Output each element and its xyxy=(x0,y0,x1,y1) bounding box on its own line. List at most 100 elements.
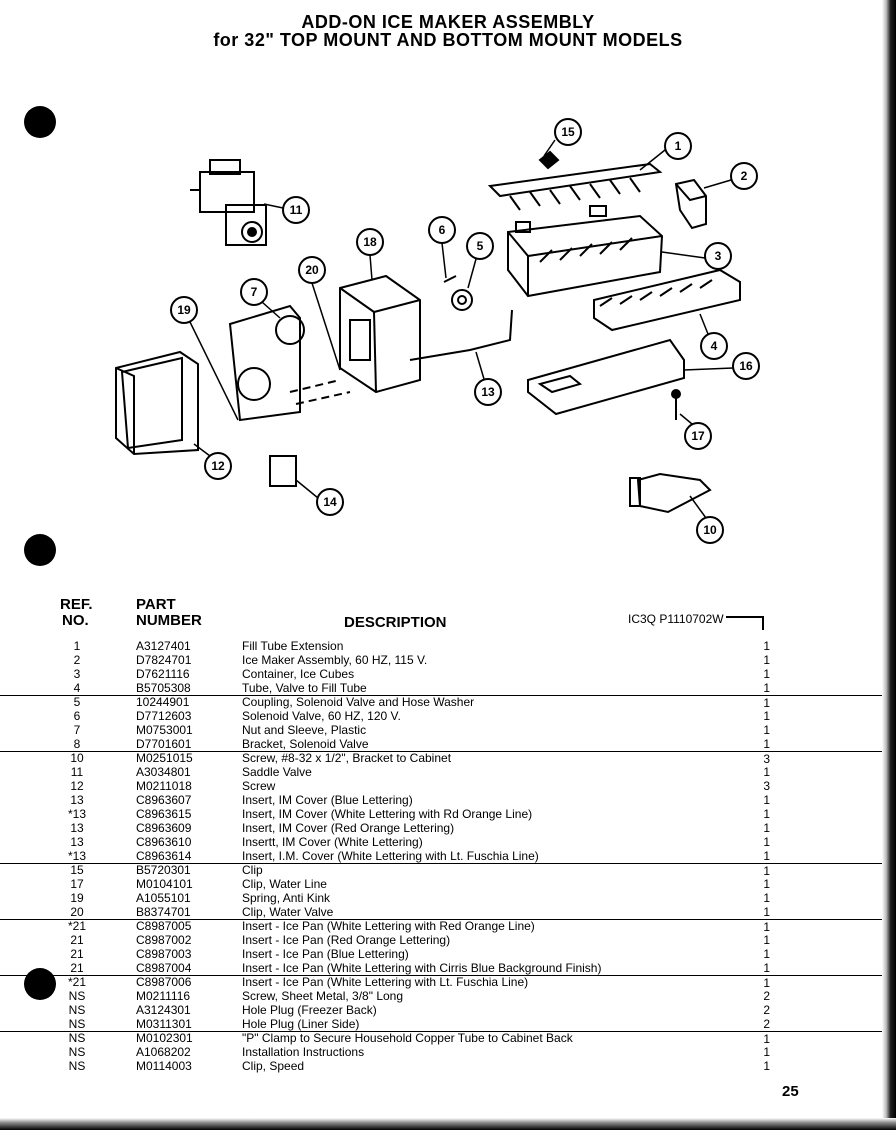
svg-text:1: 1 xyxy=(675,139,682,153)
svg-text:16: 16 xyxy=(739,359,753,373)
ref-cell: 8 xyxy=(73,737,81,751)
part-number-cell: D7824701 xyxy=(136,653,192,667)
ref-cell: 15 xyxy=(70,863,84,877)
quantity-cell: 1 xyxy=(763,1059,770,1073)
description-cell: Coupling, Solenoid Valve and Hose Washer xyxy=(242,695,475,709)
ref-cell: 19 xyxy=(70,891,84,905)
part-number-cell: D7712603 xyxy=(136,709,192,723)
ref-cell: 10 xyxy=(70,751,84,765)
part-number-cell: C8963614 xyxy=(136,849,192,863)
ref-cell: 21 xyxy=(70,933,84,947)
svg-text:14: 14 xyxy=(323,495,337,509)
quantity-cell: 1 xyxy=(763,961,770,975)
part-number-cell: A3127401 xyxy=(136,639,191,653)
svg-text:12: 12 xyxy=(211,459,225,473)
svg-text:18: 18 xyxy=(363,235,377,249)
quantity-cell: 3 xyxy=(763,779,770,793)
binder-hole-top xyxy=(24,106,56,138)
part-header-line2: NUMBER xyxy=(136,612,202,629)
description-cell: Clip, Speed xyxy=(242,1059,305,1073)
description-cell: Screw, #8-32 x 1/2", Bracket to Cabinet xyxy=(242,751,452,765)
part-number-cell: C8963610 xyxy=(136,835,192,849)
description-cell: Bracket, Solenoid Valve xyxy=(242,737,369,751)
svg-text:7: 7 xyxy=(251,285,258,299)
description-cell: Insert - Ice Pan (White Lettering with R… xyxy=(242,919,535,933)
page-number: 25 xyxy=(782,1083,799,1100)
callout-15: 15 xyxy=(561,125,575,139)
table-row: *21 C8987005 Insert - Ice Pan (White Lette… xyxy=(0,919,896,934)
ref-cell: 3 xyxy=(73,667,81,681)
scan-edge-bottom xyxy=(0,1118,896,1130)
description-cell: Insert - Ice Pan (Red Orange Lettering) xyxy=(242,933,451,947)
description-cell: Tube, Valve to Fill Tube xyxy=(242,681,367,695)
quantity-cell: 1 xyxy=(763,793,770,807)
part-number-cell: M0211116 xyxy=(136,989,191,1003)
description-cell: Insert, IM Cover (Red Orange Lettering) xyxy=(242,821,455,835)
ref-cell: NS xyxy=(68,1045,86,1059)
bracket-drawing xyxy=(674,178,707,230)
ref-cell: 6 xyxy=(73,709,81,723)
part-number-cell: M0114003 xyxy=(136,1059,192,1073)
ref-cell: 21 xyxy=(70,947,84,961)
description-header: DESCRIPTION xyxy=(344,614,447,631)
description-cell: Saddle Valve xyxy=(242,765,312,779)
description-cell: Insert, I.M. Cover (White Lettering with… xyxy=(242,849,539,863)
description-cell: Nut and Sleeve, Plastic xyxy=(242,723,367,737)
part-number-cell: M0102301 xyxy=(136,1031,193,1045)
ref-cell: 4 xyxy=(73,681,81,695)
quantity-cell: 1 xyxy=(763,1032,770,1046)
part-number-cell: B8374701 xyxy=(136,905,191,919)
part-number-cell: A1068202 xyxy=(136,1045,191,1059)
part-number-cell: B5720301 xyxy=(136,863,191,877)
quantity-cell: 1 xyxy=(763,920,770,934)
description-cell: Insert - Ice Pan (White Lettering with C… xyxy=(242,961,602,975)
code-rule-tick xyxy=(762,616,764,630)
part-header-line1: PART xyxy=(136,596,176,613)
ice-container-drawing xyxy=(593,268,741,332)
svg-text:4: 4 xyxy=(711,339,718,353)
part-number-cell: C8987006 xyxy=(136,975,192,989)
exploded-parts-diagram: 15 1 2 11 6 5 18 3 20 7 19 4 16 13 17 12… xyxy=(115,118,760,544)
part-number-cell: C8987004 xyxy=(136,961,192,975)
svg-text:20: 20 xyxy=(305,263,319,277)
ref-cell: *13 xyxy=(67,807,87,821)
clip-drawing xyxy=(269,455,297,487)
code-rule xyxy=(726,616,764,618)
quantity-cell: 2 xyxy=(763,1003,770,1017)
part-number-cell: D7621116 xyxy=(136,667,190,681)
ref-cell: *21 xyxy=(67,919,87,933)
quantity-cell: 1 xyxy=(763,723,770,737)
clip-assembly-drawing xyxy=(629,472,712,514)
quantity-cell: 1 xyxy=(763,639,770,653)
ref-header-line2: NO. xyxy=(62,612,89,629)
part-number-cell: C8987005 xyxy=(136,919,192,933)
quantity-cell: 1 xyxy=(763,849,770,863)
svg-text:6: 6 xyxy=(439,223,446,237)
description-cell: Insertt, IM Cover (White Lettering) xyxy=(242,835,423,849)
description-cell: Hole Plug (Liner Side) xyxy=(242,1017,360,1031)
description-cell: Clip xyxy=(242,863,263,877)
ref-cell: NS xyxy=(68,1017,86,1031)
quantity-cell: 1 xyxy=(763,905,770,919)
ref-cell: NS xyxy=(68,989,86,1003)
description-cell: Insert - Ice Pan (Blue Lettering) xyxy=(242,947,409,961)
quantity-cell: 1 xyxy=(763,667,770,681)
document-code: IC3Q P1110702W xyxy=(628,612,724,626)
quantity-cell: 1 xyxy=(763,807,770,821)
ref-cell: NS xyxy=(68,1031,86,1045)
ref-cell: 2 xyxy=(73,653,81,667)
part-number-cell: C8963615 xyxy=(136,807,192,821)
description-cell: Clip, Water Valve xyxy=(242,905,334,919)
description-cell: Installation Instructions xyxy=(242,1045,365,1059)
